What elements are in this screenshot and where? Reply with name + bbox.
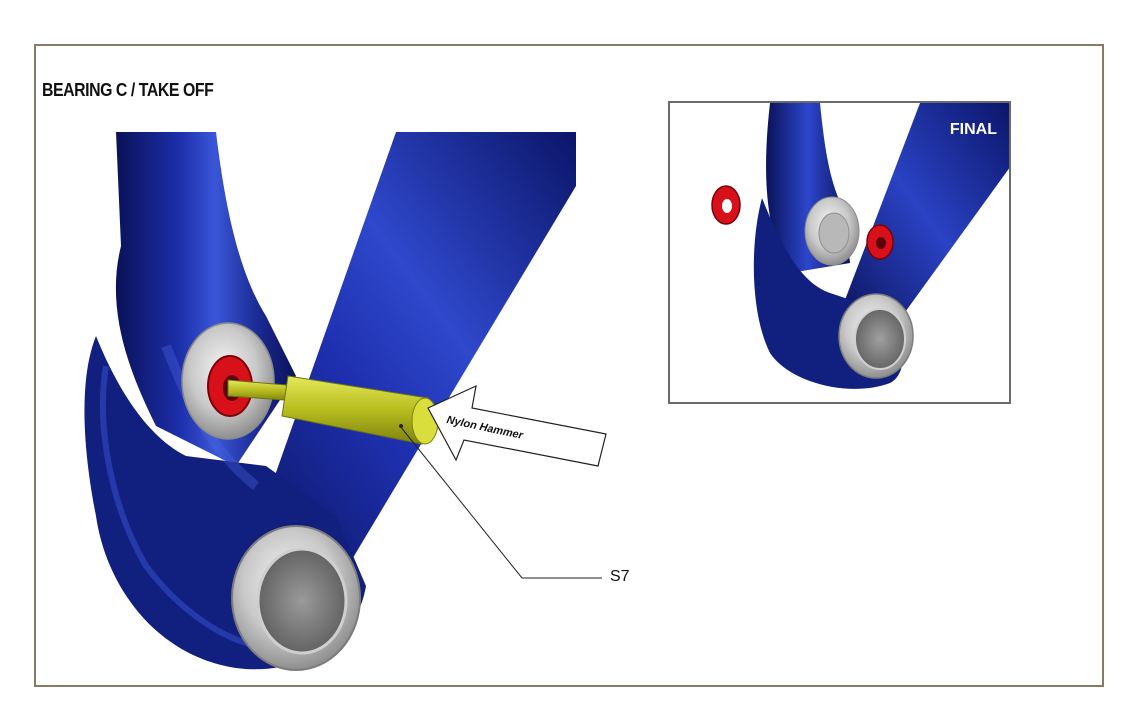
final-illustration <box>711 103 1009 389</box>
s7-leader-line <box>399 425 602 579</box>
main-illustration <box>84 132 607 671</box>
hammer-arrow <box>427 384 607 467</box>
diagram-title: BEARING C / TAKE OFF <box>42 80 214 100</box>
tool-thick-rod <box>281 375 429 445</box>
frame-diagonal-tube <box>236 132 576 586</box>
final-inset: FINAL <box>668 101 1011 404</box>
lower-bearing-inner <box>256 547 348 655</box>
final-label: FINAL <box>949 121 997 138</box>
inset-diagonal-tube <box>840 103 1009 333</box>
part-label: S7 <box>610 568 630 585</box>
